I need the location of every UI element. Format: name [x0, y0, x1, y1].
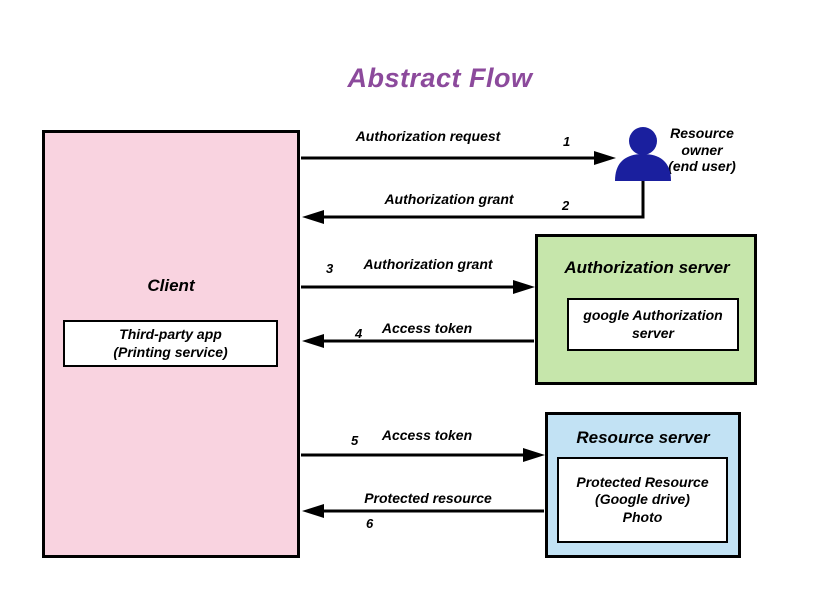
arrow-5-head — [523, 448, 545, 462]
authorization-server-label: Authorization server — [564, 258, 730, 277]
arrow-1-head — [594, 151, 616, 165]
arrow-4-head — [302, 334, 324, 348]
arrow-5-number: 5 — [351, 433, 359, 448]
arrow-2-number: 2 — [562, 198, 570, 213]
arrow-1-label: Authorization request — [355, 128, 501, 144]
arrow-5-label: Access token — [381, 427, 473, 443]
arrow-1-number: 1 — [563, 134, 571, 149]
arrow-6-head — [302, 504, 324, 518]
arrow-3-number: 3 — [326, 261, 334, 276]
person-icon — [615, 127, 671, 181]
resource-server-inner-label: Protected Resource (Google drive) Photo — [576, 474, 709, 525]
client-inner-label: Third-party app (Printing service) — [113, 326, 228, 360]
client-inner-box: Third-party app (Printing service) — [63, 320, 278, 367]
resource-server-label: Resource server — [576, 428, 710, 447]
arrow-2-label: Authorization grant — [384, 191, 514, 207]
arrow-6-label: Protected resource — [364, 490, 492, 506]
arrow-6-number: 6 — [366, 516, 374, 531]
arrow-4-label: Access token — [381, 320, 473, 336]
authorization-server-inner-box: google Authorization server — [567, 298, 739, 351]
arrow-3-head — [513, 280, 535, 294]
arrow-4-number: 4 — [355, 326, 363, 341]
client-label: Client — [147, 276, 195, 295]
arrow-2-head — [302, 210, 324, 224]
resource-owner-label: Resource owner (end user) — [668, 125, 736, 175]
resource-server-inner-box: Protected Resource (Google drive) Photo — [557, 457, 728, 543]
arrow-3-label: Authorization grant — [363, 256, 493, 272]
page-title: Abstract Flow — [347, 63, 533, 93]
authorization-server-inner-label: google Authorization server — [583, 307, 723, 341]
